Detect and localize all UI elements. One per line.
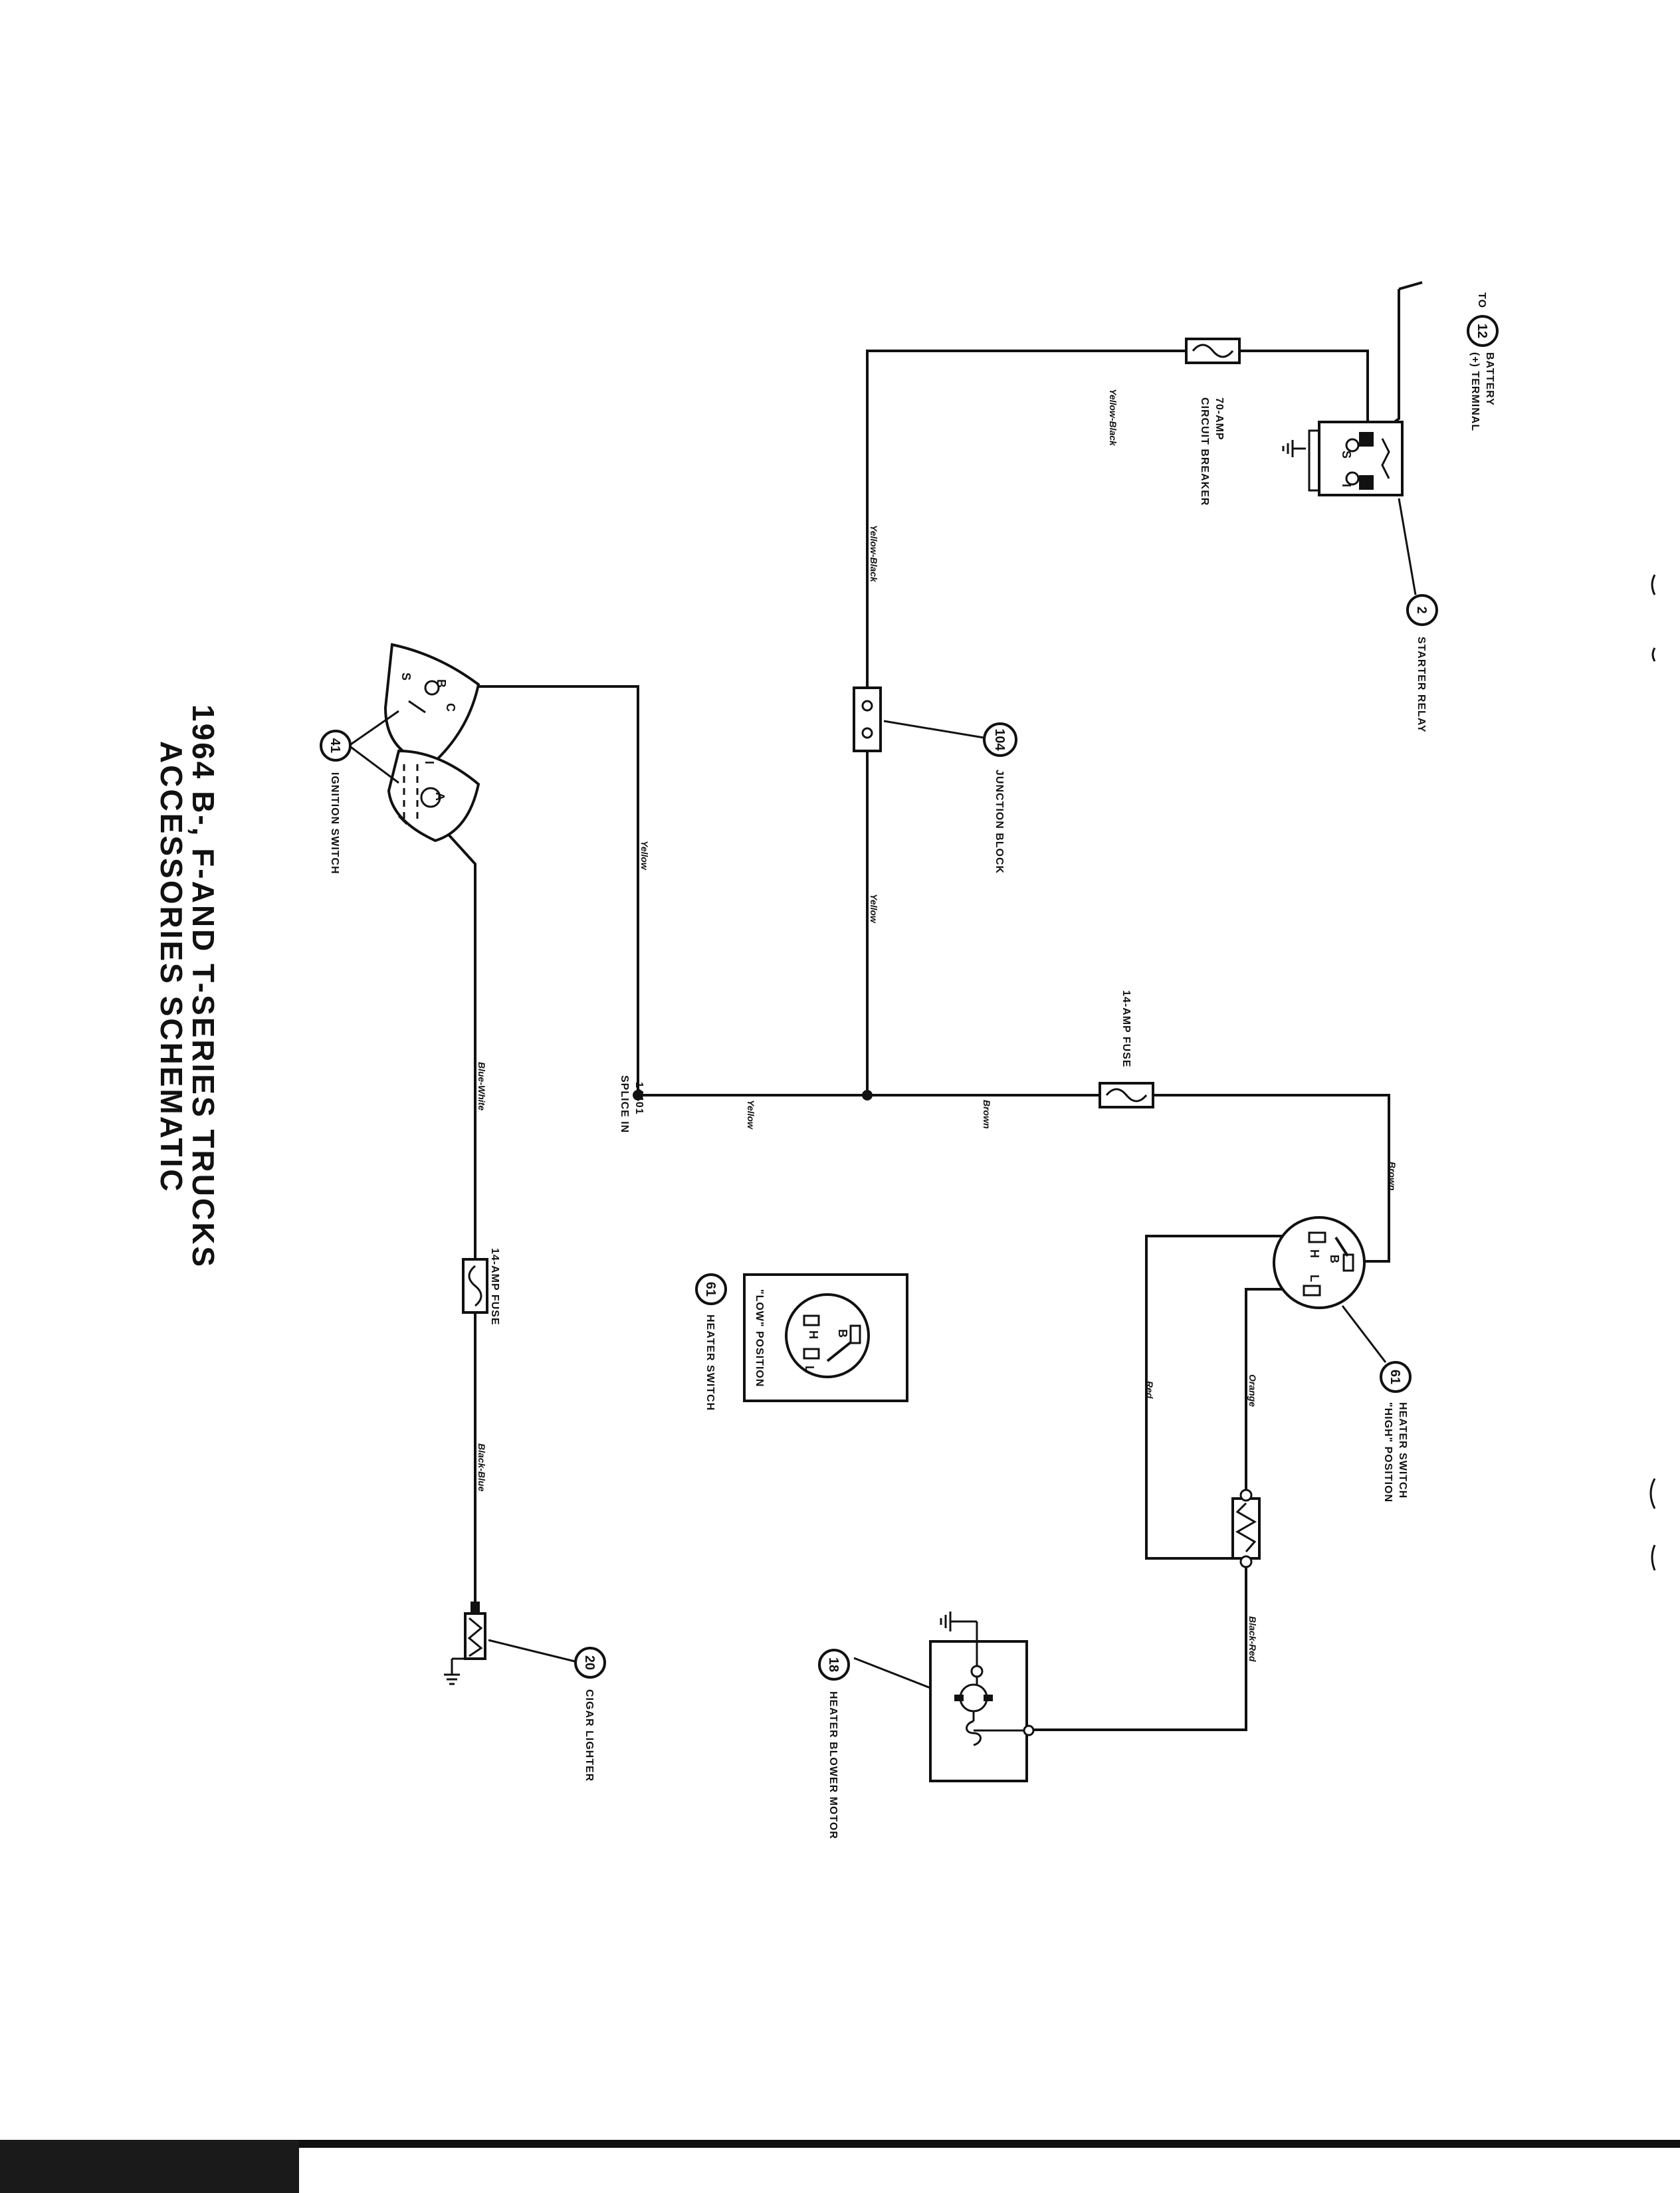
wire-label-brown-bus: Brown	[982, 1100, 992, 1129]
splice-dot	[633, 1090, 643, 1100]
cigar-lighter-callout: 20 CIGAR LIGHTER	[574, 1647, 606, 1782]
wire-breaker-to-junction	[866, 350, 1186, 688]
cigar-lighter-label: CIGAR LIGHTER	[583, 1689, 595, 1782]
heater-switch-low: B H L	[743, 1273, 908, 1402]
circuit-breaker-label: 70-AMP CIRCUIT BREAKER	[1199, 397, 1225, 506]
heater-switch-low-position: "LOW" POSITION	[754, 1289, 765, 1387]
circuit-breaker	[1185, 338, 1241, 364]
wire-battery-stub	[1398, 281, 1423, 290]
ignition-terminal-i: I	[423, 761, 436, 764]
binder-marks	[1649, 574, 1656, 1571]
heater-blower-motor-leader	[853, 1657, 931, 1689]
heater-switch-high-terminal-l: L	[1308, 1275, 1321, 1282]
heater-switch-high: B H L	[1273, 1216, 1366, 1309]
junction-block	[853, 686, 882, 752]
heater-switch-high-terminal-h: H	[1308, 1249, 1321, 1258]
schematic-title: 1964 B-, F-AND T-SERIES TRUCKS ACCESSORI…	[154, 704, 221, 1269]
battery-callout: TO 12 BATTERY (+) TERMINAL	[1467, 292, 1499, 431]
blower-resistor	[1231, 1489, 1261, 1568]
heater-switch-low-callout: "LOW" POSITION 61 HEATER SWITCH	[695, 1273, 765, 1411]
starter-relay-leader	[1398, 498, 1417, 595]
wire-label-black-red: Black-Red	[1247, 1616, 1258, 1662]
heater-blower-motor	[929, 1612, 1035, 1782]
wire-battery-feed	[1376, 289, 1400, 437]
heater-fuse-label: 14-AMP FUSE	[1120, 990, 1132, 1068]
wire-switch-red	[1145, 1235, 1316, 1560]
cigar-lighter-leader	[488, 1639, 576, 1663]
wire-label-yellow-black-top: Yellow-Black	[1108, 389, 1118, 447]
wire-label-brown-switch: Brown	[1387, 1162, 1398, 1191]
junction-block-number: 104	[992, 728, 1007, 751]
lighter-fuse-label: 14-AMP FUSE	[489, 1248, 500, 1326]
wire-label-orange: Orange	[1247, 1374, 1258, 1407]
wire-fuse-to-switch	[1153, 1094, 1390, 1263]
circuit-breaker-name: CIRCUIT BREAKER	[1199, 397, 1210, 506]
battery-number: 12	[1475, 324, 1489, 338]
wire-ignition-to-splice	[475, 685, 639, 1095]
wire-label-yellow-junction: Yellow	[869, 894, 879, 924]
heater-switch-high-position: "HIGH" POSITION	[1382, 1402, 1394, 1503]
ignition-switch-callout: 41 IGNITION SWITCH	[320, 730, 352, 875]
heater-switch-high-number: 61	[1388, 1370, 1402, 1384]
heater-blower-motor-callout: 18 HEATER BLOWER MOTOR	[818, 1649, 850, 1839]
wire-label-black-blue: Black-Blue	[476, 1443, 487, 1492]
ignition-terminal-b: B	[435, 679, 448, 688]
cigar-lighter-number: 20	[582, 1655, 597, 1670]
ignition-terminal-c: C	[444, 703, 457, 712]
heater-switch-low-number: 61	[703, 1282, 718, 1297]
junction-block-callout: 104 JUNCTION BLOCK	[983, 722, 1017, 874]
wire-label-yellow-bus: Yellow	[746, 1100, 756, 1130]
ignition-switch-number: 41	[328, 738, 342, 753]
heater-fuse	[1099, 1082, 1154, 1108]
heater-blower-motor-number: 18	[826, 1657, 841, 1672]
wire-label-yellow-ignition: Yellow	[639, 841, 650, 871]
splice-label-line1: SPLICE IN	[619, 1075, 630, 1133]
junction-splice-dot	[862, 1090, 873, 1100]
ignition-switch: B C S A I	[383, 643, 480, 843]
relay-terminal-i: I	[1340, 484, 1353, 487]
heater-blower-motor-label: HEATER BLOWER MOTOR	[827, 1691, 839, 1839]
starter-relay-callout: 2 STARTER RELAY	[1406, 594, 1438, 733]
heater-switch-low-terminal-b: B	[836, 1329, 849, 1338]
heater-switch-high-leader	[1341, 1305, 1387, 1363]
heater-switch-high-label: HEATER SWITCH	[1397, 1402, 1408, 1499]
wire-label-yellow-black: Yellow-Black	[869, 525, 879, 583]
wire-relay-to-breaker	[1239, 350, 1369, 432]
circuit-breaker-rating: 70-AMP	[1213, 397, 1225, 441]
ignition-switch-label: IGNITION SWITCH	[329, 772, 340, 875]
wires	[441, 281, 1423, 1731]
starter-relay-number: 2	[1414, 606, 1429, 613]
scan-bottom-bar	[0, 2140, 1680, 2193]
heater-switch-low-label: HEATER SWITCH	[704, 1314, 716, 1411]
junction-block-leader	[883, 720, 984, 739]
wire-resistor-to-motor	[1031, 1562, 1247, 1731]
heater-switch-low-terminal-h: H	[807, 1330, 820, 1339]
heater-switch-high-callout: 61 HEATER SWITCH "HIGH" POSITION	[1380, 1361, 1412, 1503]
battery-prefix: TO	[1476, 292, 1487, 308]
ignition-terminal-a: A	[433, 792, 447, 801]
battery-label: BATTERY	[1484, 352, 1495, 406]
lighter-fuse	[462, 1258, 488, 1314]
heater-switch-low-terminal-l: L	[803, 1366, 816, 1373]
splice-label-line2: 14401	[633, 1082, 645, 1115]
wire-label-blue-white: Blue-White	[476, 1062, 487, 1110]
ignition-terminal-s: S	[399, 673, 413, 680]
title-line-2: ACCESSORIES SCHEMATIC	[154, 741, 189, 1194]
cigar-lighter	[444, 1602, 486, 1685]
junction-block-label: JUNCTION BLOCK	[994, 770, 1005, 874]
starter-relay-label: STARTER RELAY	[1416, 637, 1427, 733]
relay-terminal-s: S	[1340, 451, 1353, 459]
wire-ignition-to-lighter-fuse	[441, 826, 476, 1259]
splice-label: SPLICE IN 14401	[619, 1075, 645, 1133]
title-line-1: 1964 B-, F-AND T-SERIES TRUCKS	[186, 704, 221, 1269]
heater-switch-high-terminal-b: B	[1328, 1255, 1341, 1263]
wire-label-red: Red	[1144, 1381, 1155, 1399]
battery-terminal-label: (+) TERMINAL	[1469, 352, 1481, 431]
starter-relay: S I	[1282, 421, 1404, 496]
